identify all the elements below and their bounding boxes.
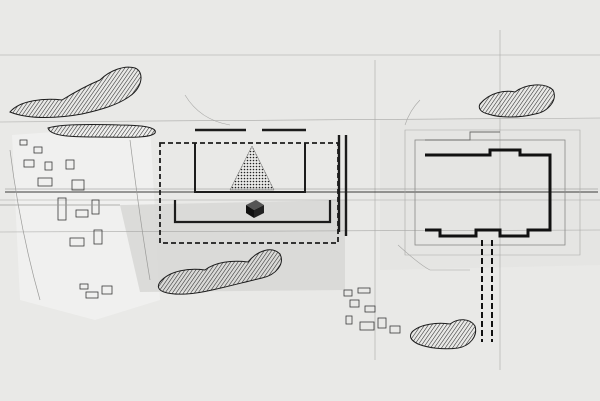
central-precinct [159,128,348,244]
small-buildings-right [343,287,401,334]
tree-cluster-top-left [9,66,156,138]
tree-cluster-bottom-center [157,249,282,295]
right-paper-sheet [380,118,600,270]
triangle-stipple [229,145,275,191]
tree-cluster-bottom-right [409,319,477,350]
light-paper-sheet [12,125,160,320]
small-buildings-left [19,139,113,299]
rectangular-enclosure [404,129,581,256]
enclosure-outer-guide [414,139,566,246]
road-lines [0,139,151,301]
dashed-path [481,240,493,342]
solid-cube [246,200,264,218]
tree-cluster-top-right [478,84,555,118]
